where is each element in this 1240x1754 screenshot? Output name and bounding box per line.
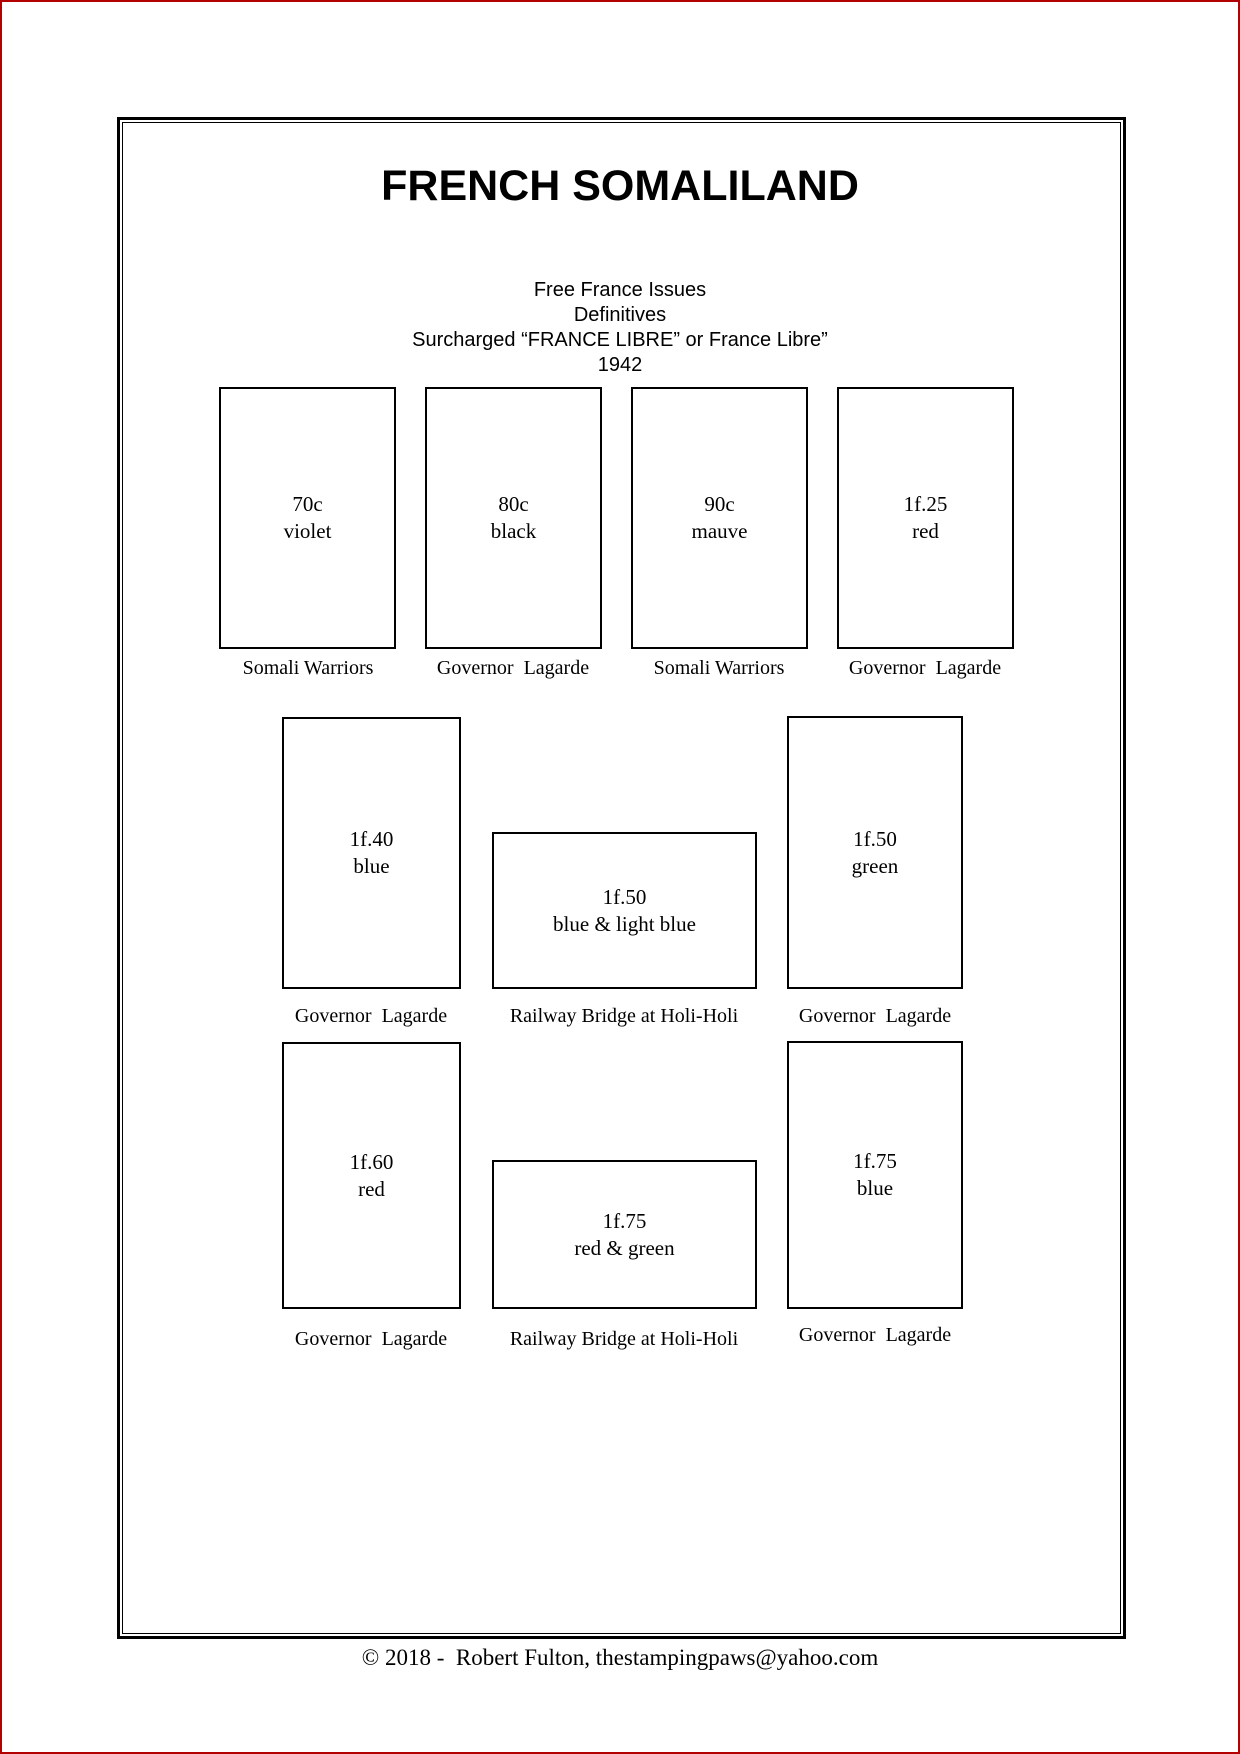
stamp-caption: Governor Lagarde [436,657,590,679]
stamp-color: black [490,519,537,543]
stamp-box: 70c violet [219,387,396,649]
stamp-value: 1f.40 [349,827,394,851]
stamp-box: 1f.40 blue [282,717,461,989]
page-frame-inner-border [122,122,1121,1634]
stamp-value: 90c [704,492,735,516]
page-frame [117,117,1126,1639]
stamp-caption: Governor Lagarde [798,1324,952,1346]
stamp-box: 1f.75 blue [787,1041,963,1309]
page-title: FRENCH SOMALILAND [381,162,859,210]
stamp-value: 1f.50 [853,826,897,851]
stamp-box: 1f.50 green [787,716,963,989]
stamp-color: red [912,519,939,543]
stamp-color: violet [283,519,332,543]
subtitle-line-definitives: Definitives [573,304,667,326]
stamp-caption: Governor Lagarde [294,1328,448,1350]
stamp-caption: Somali Warriors [242,657,374,679]
stamp-color: green [851,853,899,878]
copyright-footer: © 2018 - Robert Fulton, thestampingpaws@… [361,1645,879,1670]
subtitle-line-surcharge: Surcharged “FRANCE LIBRE” or France Libr… [412,329,828,351]
subtitle-line-issues: Free France Issues [533,279,707,301]
stamp-caption: Somali Warriors [653,657,785,679]
stamp-caption: Railway Bridge at Holi-Holi [509,1005,739,1027]
stamp-value: 1f.75 [602,1208,647,1233]
stamp-box: 1f.50 blue & light blue [492,832,757,989]
stamp-caption: Governor Lagarde [848,657,1002,679]
stamp-color: blue [856,1176,894,1200]
stamp-value: 1f.25 [903,492,948,516]
stamp-box: 1f.60 red [282,1042,461,1309]
stamp-value: 80c [498,492,529,516]
stamp-color: red & green [574,1235,675,1260]
stamp-box: 90c mauve [631,387,808,649]
stamp-color: blue & light blue [553,911,696,936]
stamp-color: blue [353,854,390,878]
stamp-caption: Railway Bridge at Holi-Holi [509,1328,739,1350]
stamp-color: mauve [691,519,748,543]
stamp-caption: Governor Lagarde [294,1005,448,1027]
stamp-color: red [358,1176,385,1201]
stamp-value: 1f.75 [853,1149,897,1173]
stamp-value: 70c [292,492,323,516]
stamp-box: 80c black [425,387,602,649]
stamp-value: 1f.50 [602,884,647,909]
stamp-value: 1f.60 [349,1149,394,1174]
stamp-caption: Governor Lagarde [798,1005,952,1027]
page-subtitle: Free France Issues Definitives Surcharge… [2,278,1238,378]
stamp-box: 1f.75 red & green [492,1160,757,1309]
subtitle-line-year: 1942 [597,354,643,376]
stamp-box: 1f.25 red [837,387,1014,649]
